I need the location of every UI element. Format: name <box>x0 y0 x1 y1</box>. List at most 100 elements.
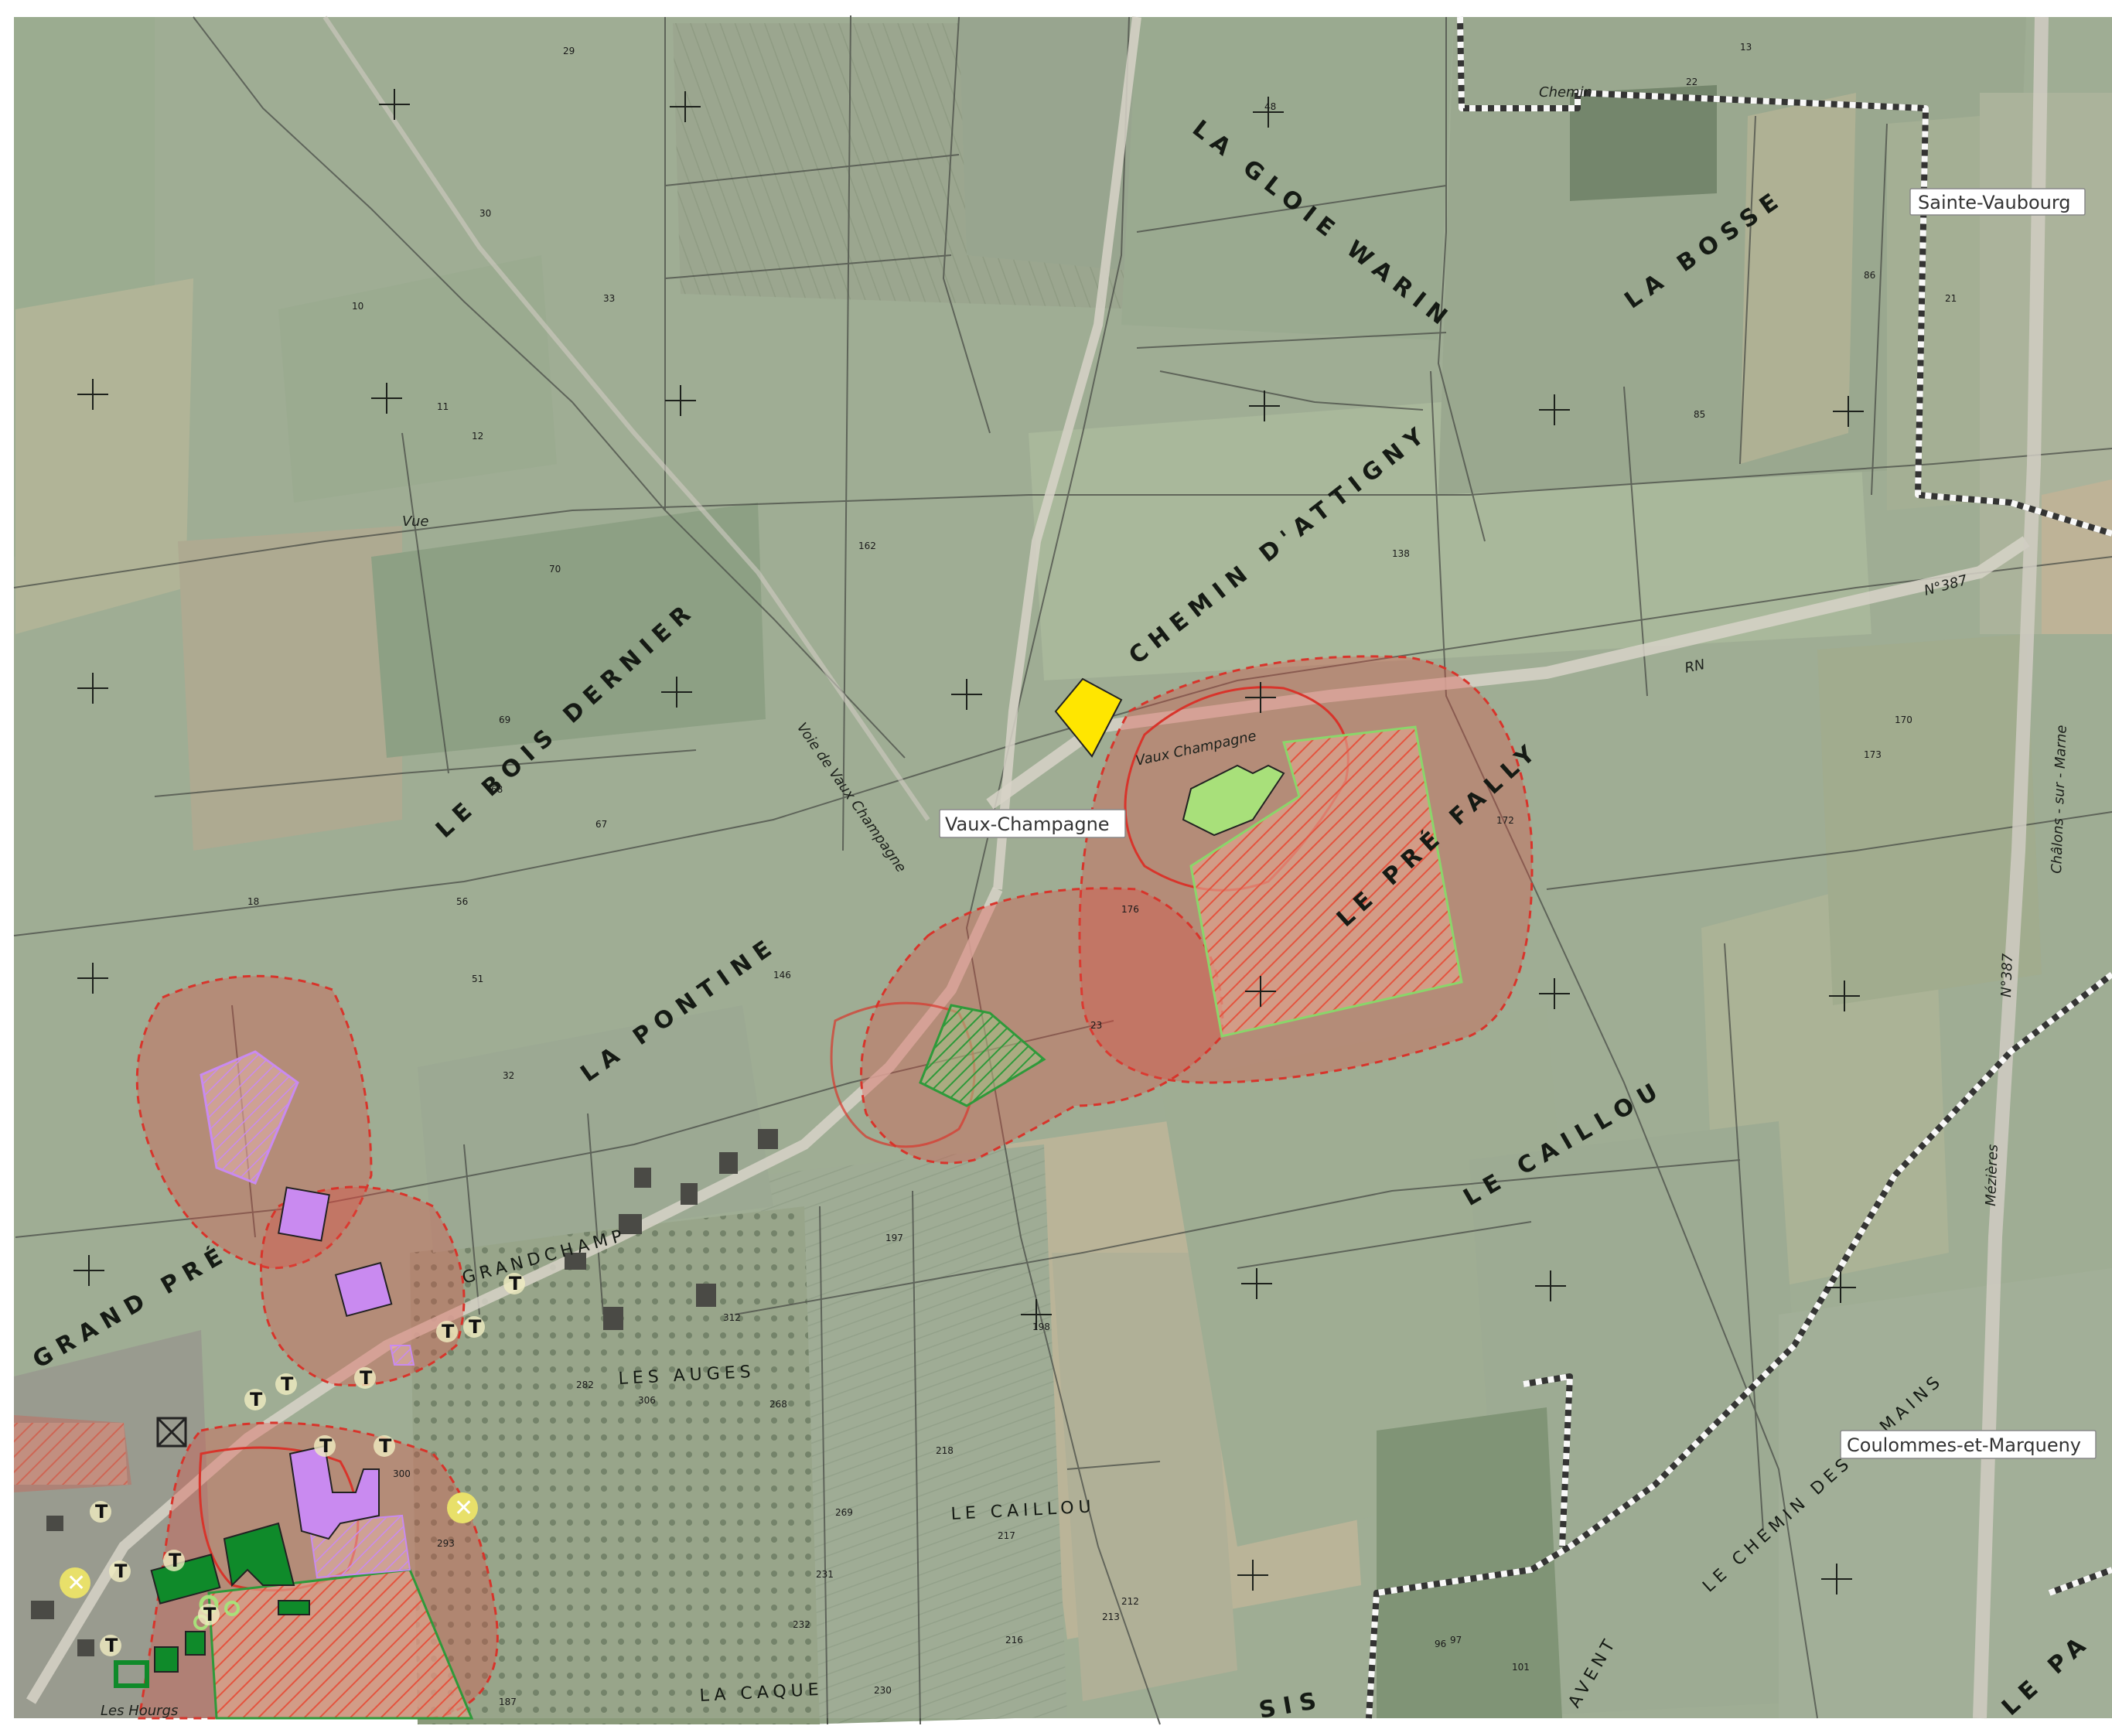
parcel-num: 22 <box>1686 77 1697 87</box>
parcel-num: 306 <box>638 1395 656 1406</box>
svg-text:T: T <box>203 1604 217 1625</box>
place-labels: Sainte-Vaubourg Vaux-Champagne Coulommes… <box>939 188 2097 1459</box>
cross <box>73 1255 104 1286</box>
parcel-num: 12 <box>472 431 483 442</box>
cross <box>665 385 696 416</box>
grid-crosses <box>73 89 1864 1594</box>
cross <box>1253 97 1284 128</box>
parcel-num: 101 <box>1512 1662 1530 1673</box>
t-marker: T <box>275 1373 297 1395</box>
parcel-num: 86 <box>1864 270 1875 281</box>
parcel-num: 213 <box>1102 1612 1120 1622</box>
x-marker: ✕ <box>447 1492 478 1523</box>
parcel-lines <box>13 15 2112 1725</box>
svg-text:T: T <box>360 1367 373 1389</box>
t-marker: T <box>163 1550 185 1571</box>
parcel-num: 293 <box>437 1538 455 1549</box>
t-marker: T <box>109 1560 131 1582</box>
cross <box>379 89 410 120</box>
svg-text:Vaux-Champagne: Vaux-Champagne <box>945 813 1110 835</box>
parcel-num: 10 <box>352 301 363 312</box>
lieu-dit-les-hourgs: Les Hourgs <box>101 1703 178 1719</box>
road-label-mezieres: Mézières <box>1983 1144 2001 1207</box>
parcel-numbers: 48 13 29 33 30 10 11 12 70 69 68 67 56 5… <box>247 42 1957 1707</box>
parcel-num: 176 <box>1121 904 1139 915</box>
parcel-num: 11 <box>437 401 449 412</box>
diamond-symbol <box>156 1417 187 1448</box>
cross <box>1021 1299 1052 1330</box>
t-marker: T <box>463 1316 485 1338</box>
svg-text:T: T <box>319 1435 333 1457</box>
parcel-num: 173 <box>1864 749 1882 760</box>
svg-text:T: T <box>95 1501 108 1523</box>
parcel-num: 230 <box>874 1685 892 1696</box>
cross <box>77 963 108 994</box>
purple-building-2 <box>334 1261 393 1318</box>
cross <box>1833 396 1864 427</box>
parcel-num: 187 <box>499 1697 517 1707</box>
svg-text:T: T <box>169 1550 182 1571</box>
basemap <box>14 17 2112 1724</box>
parcel-num: 170 <box>1895 715 1912 725</box>
t-marker: T <box>100 1635 121 1656</box>
parcel-num: 217 <box>998 1530 1015 1541</box>
svg-text:T: T <box>105 1635 118 1656</box>
parcel-num: 197 <box>885 1233 903 1243</box>
svg-text:T: T <box>281 1373 294 1395</box>
svg-text:T: T <box>509 1273 522 1294</box>
parcel-num: 146 <box>773 970 791 981</box>
t-marker: T <box>198 1604 220 1625</box>
parcel-num: 138 <box>1392 548 1410 559</box>
haze <box>14 17 2112 1718</box>
t-markers: T T T T T T T T T T T T T <box>90 1273 525 1656</box>
parcel-num: 13 <box>1740 42 1752 53</box>
svg-text:✕: ✕ <box>67 1570 86 1597</box>
parcel-num: 23 <box>1090 1020 1102 1031</box>
parcel-num: 48 <box>1264 101 1276 112</box>
dark-green-building-1 <box>223 1522 295 1588</box>
svg-text:Coulommes-et-Marqueny: Coulommes-et-Marqueny <box>1847 1434 2081 1456</box>
parcel-num: 198 <box>1032 1322 1050 1332</box>
svg-text:T: T <box>114 1560 128 1582</box>
parcel-num: 85 <box>1694 409 1705 420</box>
parcel-num: 68 <box>491 784 503 795</box>
hatched-parcel-west <box>200 1050 299 1185</box>
rn-vertical-road <box>1973 16 2049 1719</box>
buildings <box>31 677 1285 1688</box>
t-marker: T <box>314 1435 336 1457</box>
parcel-num: 212 <box>1121 1596 1139 1607</box>
cross <box>661 677 692 708</box>
cross <box>77 673 108 704</box>
cross <box>1825 1272 1856 1303</box>
hatched-parcel-south <box>207 1568 474 1720</box>
cross <box>371 383 402 414</box>
cross <box>1821 1564 1852 1594</box>
hatched-parcel-pre-fally <box>1189 725 1463 1038</box>
parcel-num: 300 <box>393 1468 411 1479</box>
cross <box>1535 1270 1566 1301</box>
parcel-num: 162 <box>858 541 876 551</box>
t-marker: T <box>244 1389 266 1410</box>
parcel-num: 21 <box>1945 293 1957 304</box>
parcel-num: 32 <box>503 1070 514 1081</box>
parcel-num: 312 <box>723 1312 741 1323</box>
cross <box>1237 1560 1268 1591</box>
svg-text:✕: ✕ <box>454 1495 473 1522</box>
parcel-num: 218 <box>936 1445 954 1456</box>
cross <box>951 679 982 710</box>
parcel-num: 232 <box>793 1619 810 1630</box>
road-label-rn-vertical: N°387 <box>1998 953 2016 998</box>
svg-text:T: T <box>442 1321 455 1342</box>
parcel-num: 96 <box>1435 1639 1446 1649</box>
parcel-num: 231 <box>816 1569 834 1580</box>
parcel-num: 97 <box>1450 1635 1462 1646</box>
cross <box>1829 981 1860 1011</box>
svg-text:T: T <box>469 1316 482 1338</box>
yellow-building <box>1054 677 1123 758</box>
parcel-num: 51 <box>472 974 483 984</box>
parcel-num: 33 <box>603 293 615 304</box>
hatched-parcel-central <box>919 1004 1046 1107</box>
t-marker: T <box>90 1501 111 1523</box>
parcel-num: 56 <box>456 896 468 907</box>
